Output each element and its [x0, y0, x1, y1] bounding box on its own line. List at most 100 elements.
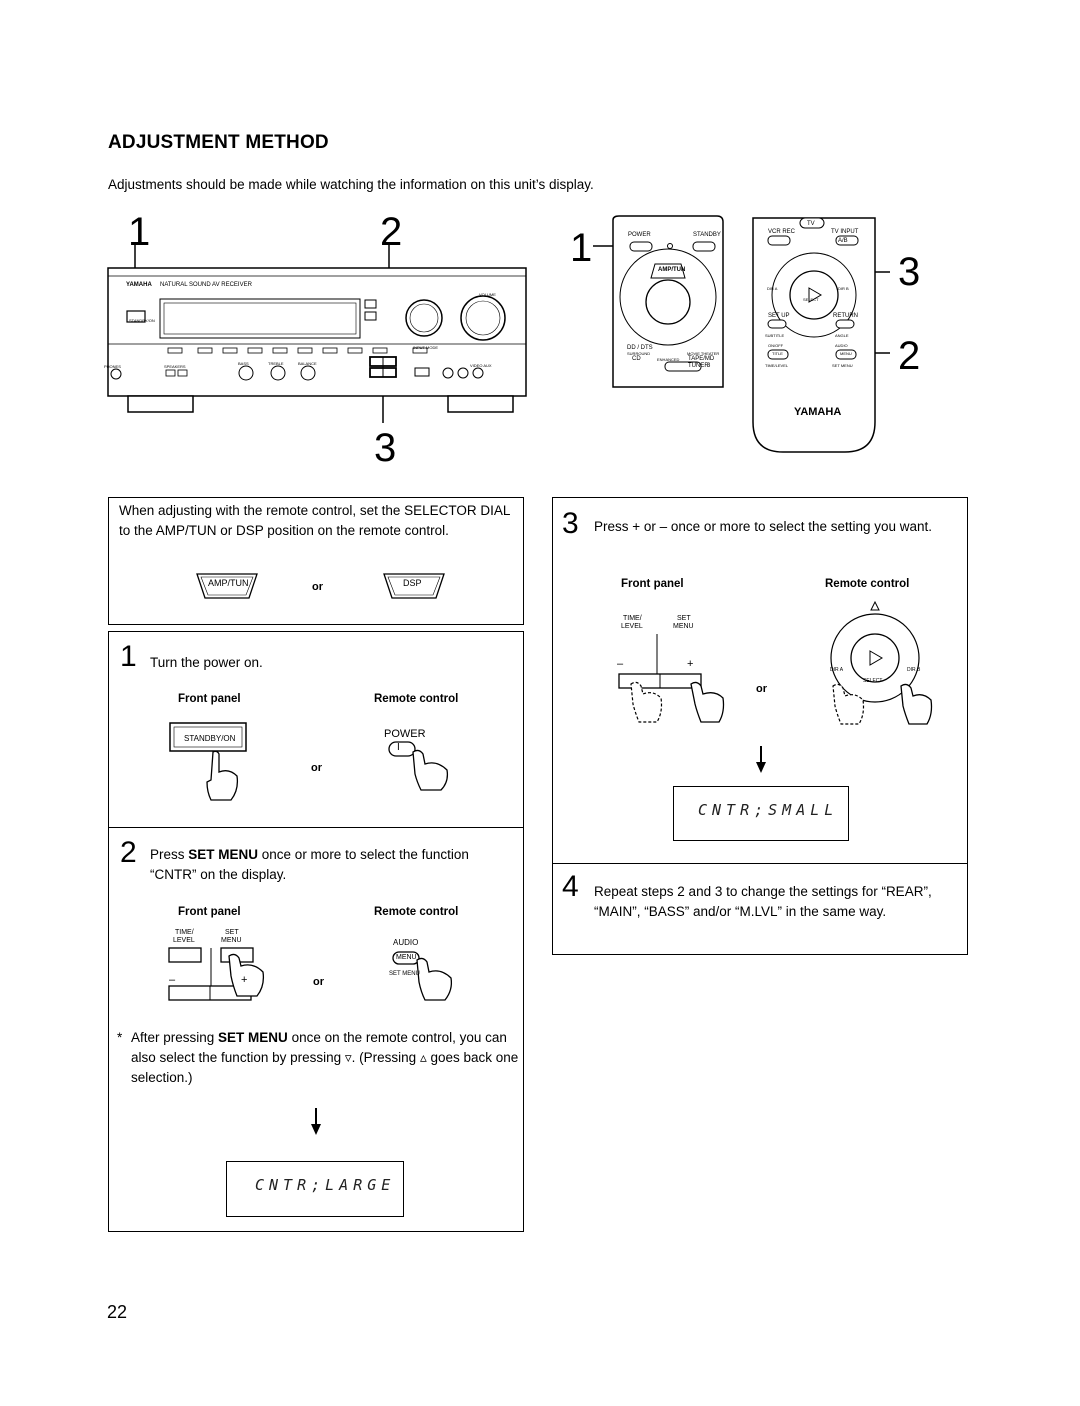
- step4-number: 4: [562, 870, 579, 903]
- remote-title-label: TITLE: [772, 351, 783, 356]
- remote-amp-tun-label: AMP/TUN: [658, 267, 686, 273]
- down-arrow-icon: [756, 746, 766, 773]
- standby-on-label: STANDBY/ON: [184, 734, 236, 743]
- remote-dir-b-label: DIR B: [838, 286, 849, 291]
- remote-menu-press-icon: [392, 951, 453, 1001]
- step3-dir-a: DIR A: [830, 667, 844, 673]
- remote-illustration: [593, 215, 890, 453]
- step3-or: or: [756, 683, 767, 695]
- down-arrow-icon: [311, 1108, 321, 1135]
- power-button-press-icon: [388, 741, 449, 791]
- step4-text: Repeat steps 2 and 3 to change the setti…: [594, 884, 932, 919]
- remote-tv-input-label: TV INPUT: [831, 229, 859, 235]
- step2-menu-label: MENU: [221, 937, 242, 944]
- remote-cursor-press-icon: [830, 600, 933, 725]
- remote-onoff-label: ON/OFF: [768, 343, 784, 348]
- step2-number: 2: [120, 836, 137, 869]
- dsp-dial-icon: [383, 573, 445, 599]
- step2-front-panel-label: Front panel: [178, 906, 241, 918]
- step2-remote-control-label: Remote control: [374, 906, 459, 918]
- remote-select-label: SELECT: [803, 297, 819, 302]
- dsp-label: DSP: [403, 578, 422, 588]
- step2-set-label: SET: [225, 929, 239, 936]
- display-cntr-large-text: CNTR;LARGE: [255, 1176, 396, 1194]
- steps-3-4-box: 3 Press + or – once or more to select th…: [552, 497, 968, 955]
- receiver-bass-label: BASS: [238, 361, 249, 366]
- step2-note: After pressing SET MENU once on the remo…: [131, 1030, 519, 1085]
- remote-time-level-label: TIME/LEVEL: [765, 363, 789, 368]
- remote-return-label: RETURN: [833, 313, 858, 319]
- front-panel-plus-minus-icon: [618, 634, 725, 723]
- amp-tun-dial-icon: [196, 573, 258, 599]
- remote-standby-label: STANDBY: [693, 232, 721, 238]
- remote-vcr-rec-label: VCR REC: [768, 229, 796, 235]
- remote-subtitle-label: SUBTITLE: [765, 333, 785, 338]
- remote-menu-label: MENU: [840, 351, 852, 356]
- step2-set-menu-label: SET MENU: [389, 971, 420, 977]
- remote-cd-label: CD: [632, 356, 641, 362]
- step2-level-label: LEVEL: [173, 937, 195, 944]
- remote-dts-label: DD / DTS: [627, 345, 653, 351]
- callout-3: 3: [374, 426, 397, 470]
- receiver-video-aux-label: VIDEO AUX: [470, 363, 492, 368]
- step2-menu-button-label: MENU: [396, 954, 417, 961]
- display-cntr-small-text: CNTR;SMALL: [698, 801, 839, 819]
- step3-remote-control-label: Remote control: [825, 578, 910, 590]
- remote-dir-a-label: DIR A: [767, 286, 778, 291]
- remote-tv-label: TV: [807, 221, 815, 227]
- power-label: POWER: [384, 728, 426, 740]
- receiver-treble-label: TREBLE: [268, 361, 284, 366]
- step3-select: SELECT: [863, 678, 883, 684]
- step3-text: Press + or – once or more to select the …: [594, 519, 933, 534]
- receiver-brand: YAMAHA: [126, 282, 152, 288]
- step2-audio-label: AUDIO: [393, 938, 419, 947]
- step2-text: Press SET MENU once or more to select th…: [150, 847, 469, 882]
- note-star: *: [117, 1030, 123, 1045]
- receiver-input-mode-label: INPUT MODE: [413, 345, 439, 350]
- step3-level-label: LEVEL: [621, 623, 643, 630]
- step1-remote-control-label: Remote control: [374, 693, 459, 705]
- remote-setup-label: SET UP: [768, 313, 790, 319]
- remote-power-label: POWER: [628, 232, 651, 238]
- remote-callout-1: 1: [570, 226, 593, 270]
- step3-dir-b: DIR B: [907, 667, 921, 673]
- callout-1: 1: [128, 210, 151, 254]
- step3-front-panel-label: Front panel: [621, 578, 684, 590]
- front-panel-set-menu-icon: [168, 947, 265, 1001]
- remote-tape-md-label: TAPE/MD: [688, 356, 715, 362]
- hand-pointer-icon: [206, 750, 239, 801]
- receiver-speakers-label: SPEAKERS: [164, 364, 186, 369]
- remote-ab-label: A/B: [838, 238, 848, 244]
- receiver-volume-label: VOLUME: [479, 292, 496, 297]
- page-number: 22: [107, 1302, 128, 1322]
- step2-minus: –: [169, 974, 176, 986]
- remote-movie-theater-label: MOVIE THEATER: [687, 351, 720, 356]
- receiver-standby-label: STANDBY/ON: [129, 318, 155, 323]
- remote-set-menu-label: SET MENU: [832, 363, 853, 368]
- remote-tuner-label: TUNER: [688, 363, 709, 369]
- page-title: ADJUSTMENT METHOD: [108, 132, 329, 153]
- step1-text: Turn the power on.: [150, 655, 263, 670]
- step2-or: or: [313, 976, 324, 988]
- selector-text: When adjusting with the remote control, …: [119, 503, 510, 538]
- remote-enhanced-label: ENHANCED: [657, 357, 680, 362]
- standby-on-button-icon: [169, 722, 247, 752]
- receiver-illustration: [107, 244, 527, 423]
- receiver-phones-label: PHONES: [104, 364, 121, 369]
- step3-minus: –: [617, 658, 624, 670]
- amp-tun-label: AMP/TUN: [208, 578, 249, 588]
- step-divider: [553, 863, 967, 864]
- step3-set-label: SET: [677, 615, 691, 622]
- step3-plus: +: [687, 658, 694, 670]
- remote-angle-label: ANGLE: [835, 333, 849, 338]
- step2-plus: +: [241, 974, 248, 986]
- selector-box: When adjusting with the remote control, …: [108, 497, 524, 625]
- step1-or: or: [311, 762, 322, 774]
- step1-number: 1: [120, 640, 137, 673]
- remote-callout-2: 2: [898, 334, 921, 378]
- display-cntr-small: CNTR;SMALL: [673, 786, 849, 841]
- step-divider: [109, 827, 523, 828]
- step1-front-panel-label: Front panel: [178, 693, 241, 705]
- step3-time-label: TIME/: [623, 615, 642, 622]
- display-cntr-large: CNTR;LARGE: [226, 1161, 404, 1217]
